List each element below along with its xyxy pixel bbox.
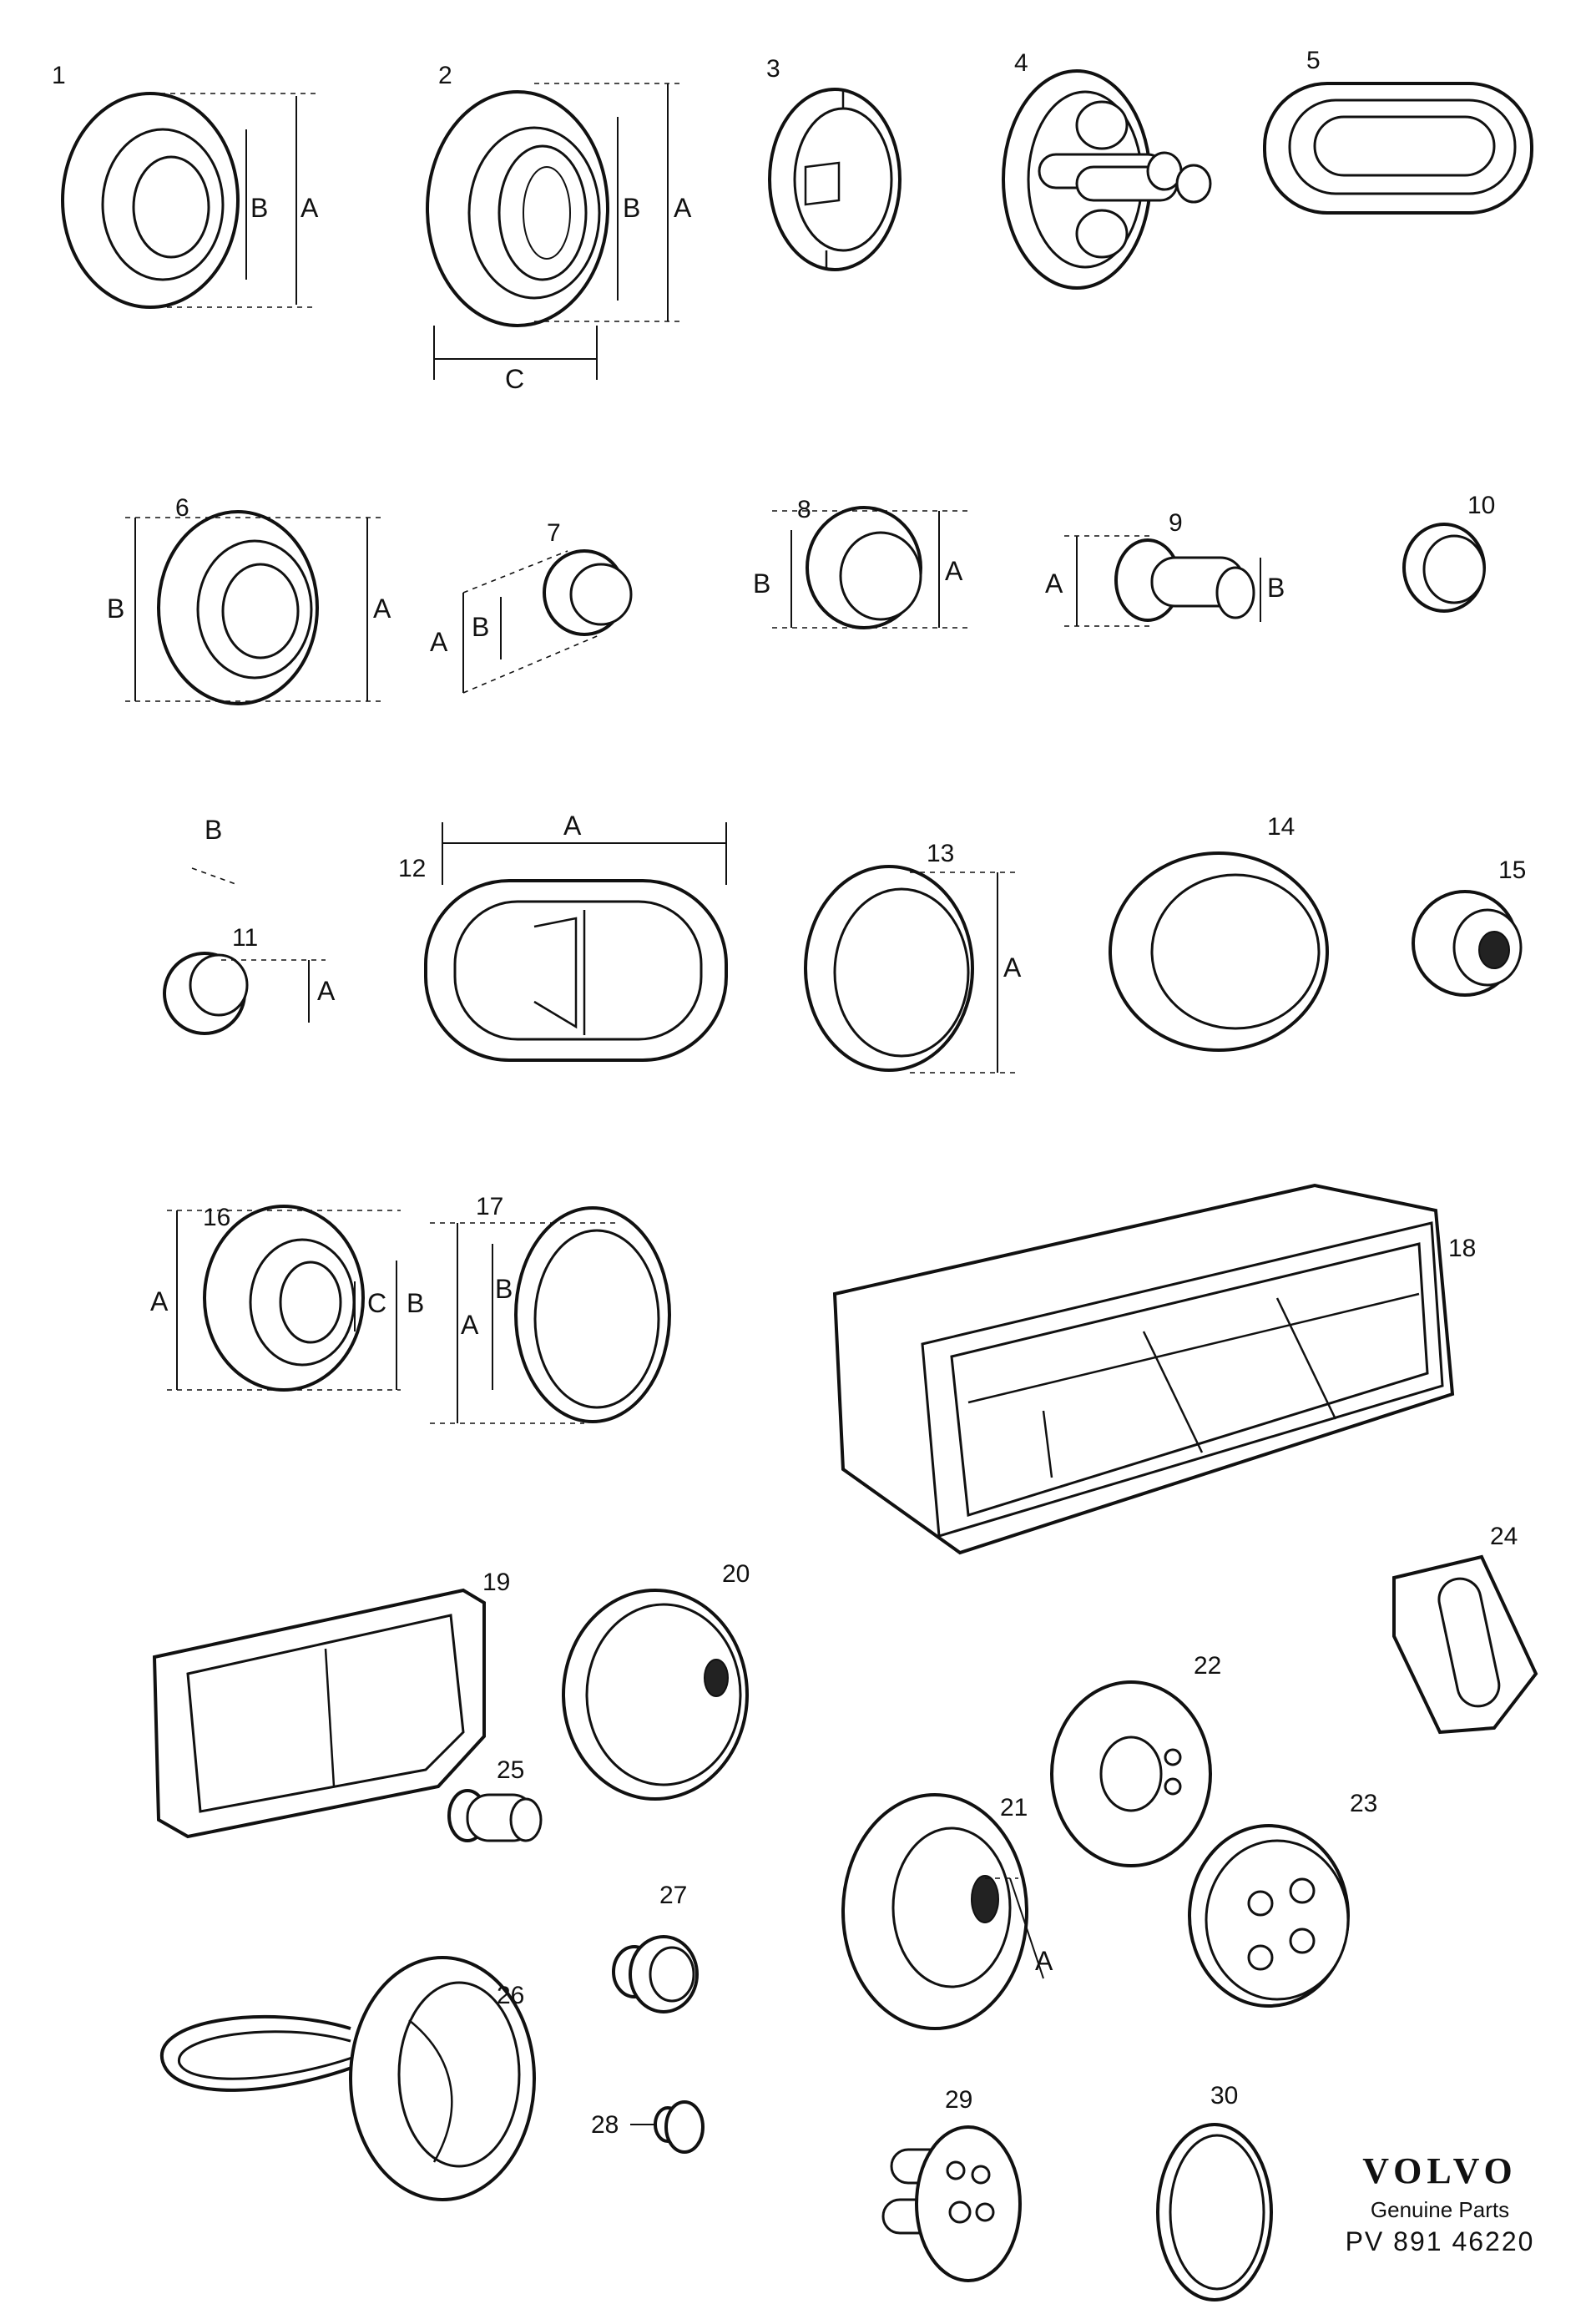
part-number-5: 5 <box>1306 47 1321 74</box>
part-number-28: 28 <box>591 2111 619 2139</box>
dim-label-b: B <box>623 193 640 223</box>
part-number-3: 3 <box>766 55 780 83</box>
dim-label-a: A <box>373 594 391 624</box>
part-number-6: 6 <box>175 494 189 522</box>
part-9-plug: A B <box>1045 535 1285 627</box>
dim-label-a: A <box>150 1286 169 1316</box>
part-20-plug <box>562 1589 749 1801</box>
dim-label-b: B <box>495 1274 513 1304</box>
part-14-grommet <box>1109 851 1329 1052</box>
part-number-15: 15 <box>1498 856 1526 884</box>
part-number-4: 4 <box>1014 49 1028 77</box>
part-5-oval-grommet <box>1263 82 1533 215</box>
part-15-grommet <box>1412 890 1523 997</box>
dim-label-a: A <box>1035 1946 1053 1976</box>
dim-label-a: A <box>563 811 582 841</box>
part-number-30: 30 <box>1210 2082 1238 2109</box>
part-22-plug <box>1050 1680 1212 1867</box>
dim-label-b: B <box>1267 573 1285 603</box>
dim-label-b: B <box>205 815 222 845</box>
dim-label-b: B <box>472 612 489 642</box>
part-number-21: 21 <box>1000 1794 1028 1821</box>
part-8-plug: B A <box>753 506 968 629</box>
part-28-plug <box>630 2100 705 2154</box>
dim-label-a: A <box>430 627 448 657</box>
part-number-22: 22 <box>1194 1652 1221 1680</box>
part-7-plug: A B <box>430 549 633 694</box>
part-number-19: 19 <box>482 1569 510 1596</box>
part-number-20: 20 <box>722 1560 750 1588</box>
part-24-oval-grommet <box>1392 1554 1538 1735</box>
part-number-10: 10 <box>1467 492 1495 519</box>
part-number-26: 26 <box>497 1982 524 2009</box>
part-16-grommet: A C B <box>150 1205 424 1392</box>
part-number-11: 11 <box>232 924 258 952</box>
part-number-8: 8 <box>797 496 811 523</box>
dim-label-c: C <box>367 1288 386 1318</box>
dim-label-b: B <box>407 1288 424 1318</box>
part-number-9: 9 <box>1169 509 1183 537</box>
dim-label-c: C <box>505 364 524 394</box>
part-30-seal-ring <box>1156 2123 1273 2301</box>
part-27-plug <box>612 1935 699 2013</box>
dim-label-a: A <box>1003 952 1022 983</box>
dim-label-b: B <box>753 568 770 599</box>
part-10-plug <box>1402 523 1486 613</box>
dim-label-b: B <box>107 594 124 624</box>
part-17-grommet: A B <box>430 1206 671 1424</box>
part-number-2: 2 <box>438 62 452 89</box>
dim-label-a: A <box>461 1310 479 1340</box>
dim-label-a: A <box>945 556 963 586</box>
part-number-13: 13 <box>927 840 954 867</box>
part-1-grommet: A B <box>61 92 319 309</box>
part-4-grommet <box>1002 69 1212 290</box>
part-29-plug <box>881 2125 1022 2282</box>
part-number-24: 24 <box>1490 1523 1518 1550</box>
part-number-27: 27 <box>659 1882 687 1909</box>
part-19-vent-grommet <box>152 1588 486 1839</box>
dim-label-a: A <box>301 193 319 223</box>
part-number-23: 23 <box>1350 1790 1377 1817</box>
part-2-grommet: A B C <box>426 83 692 394</box>
part-3-grommet <box>768 88 902 271</box>
part-18-air-vent-housing <box>832 1183 1455 1555</box>
part-number-12: 12 <box>398 855 426 882</box>
dim-label-b: B <box>250 193 268 223</box>
volvo-logo: VOLVO <box>1362 2150 1518 2191</box>
genuine-parts-label: Genuine Parts <box>1370 2197 1510 2222</box>
illustration-code: PV 891 46220 <box>1345 2226 1535 2256</box>
part-number-1: 1 <box>52 62 66 89</box>
part-number-14: 14 <box>1267 813 1295 841</box>
dim-label-a: A <box>674 193 692 223</box>
dim-label-a: A <box>1045 568 1063 599</box>
part-26-cable-grommet <box>159 1956 536 2201</box>
part-13-grommet: A <box>804 865 1022 1074</box>
part-23-plug <box>1188 1824 1350 2008</box>
part-25-plug <box>447 1789 543 1842</box>
part-number-16: 16 <box>203 1204 230 1231</box>
part-number-29: 29 <box>945 2086 972 2114</box>
part-11-grommet: B A <box>163 815 336 1035</box>
part-12-oval-vent-grommet: A <box>424 811 728 1062</box>
part-number-7: 7 <box>547 519 561 547</box>
volvo-genuine-parts-block: VOLVO Genuine Parts PV 891 46220 <box>1315 2150 1565 2257</box>
part-number-25: 25 <box>497 1756 524 1784</box>
part-6-grommet: B A <box>107 510 391 705</box>
part-21-grommet: A <box>841 1793 1053 2030</box>
part-number-18: 18 <box>1448 1235 1476 1262</box>
part-number-17: 17 <box>476 1193 503 1220</box>
dim-label-a: A <box>317 976 336 1006</box>
